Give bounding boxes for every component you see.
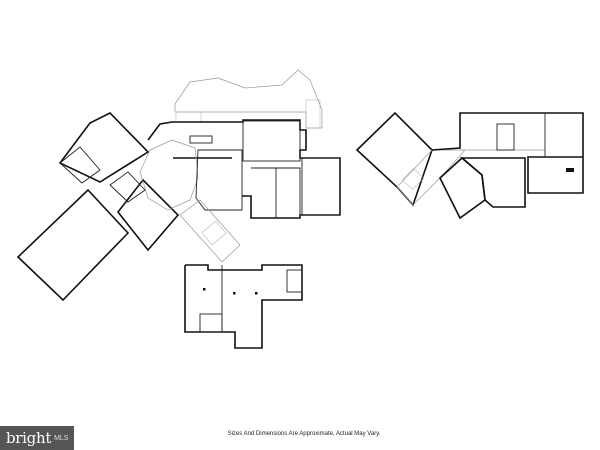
entry-stairs xyxy=(201,220,227,246)
deck-stairs-left xyxy=(175,111,202,123)
kitchen-wing-outline xyxy=(147,119,341,219)
foyer xyxy=(139,139,199,211)
kitchen-island xyxy=(189,135,213,144)
logo-suffix: MLS xyxy=(54,434,69,442)
garage xyxy=(16,188,130,302)
upper-stairs xyxy=(402,168,424,190)
upper-closet xyxy=(566,168,574,172)
stairwell xyxy=(109,171,146,203)
deck-stairs-right xyxy=(305,99,321,129)
main-floor-plan: · xyxy=(16,69,341,302)
upper-bath xyxy=(496,123,515,151)
lower-column-1 xyxy=(203,288,206,291)
lower-closet xyxy=(286,269,303,293)
upper-left-wing xyxy=(58,112,150,183)
lower-column-2 xyxy=(233,292,236,295)
dining-room xyxy=(195,149,243,211)
lower-floor-outline xyxy=(184,264,303,349)
laundry-room xyxy=(59,146,101,184)
primary-bedroom xyxy=(242,120,301,162)
lower-floor-plan xyxy=(184,264,303,349)
upper-stair-hall xyxy=(396,149,466,206)
upper-bonus-room xyxy=(355,111,433,207)
upper-side-room xyxy=(439,156,486,220)
dimensions-disclaimer: Sizes And Dimensions Are Approximate, Ac… xyxy=(227,431,381,437)
entry-walkway xyxy=(179,199,241,263)
upper-bedroom-wing xyxy=(431,112,584,194)
bath-rooms xyxy=(251,167,301,218)
upper-floor-plan xyxy=(355,111,584,220)
guest-room xyxy=(301,157,341,216)
bright-mls-logo: bright MLS xyxy=(0,426,74,450)
floor-label-main: · xyxy=(18,275,19,279)
logo-brand: bright xyxy=(6,429,52,447)
lower-bath xyxy=(199,313,223,333)
lower-column-3 xyxy=(255,292,258,295)
living-room xyxy=(116,178,180,252)
